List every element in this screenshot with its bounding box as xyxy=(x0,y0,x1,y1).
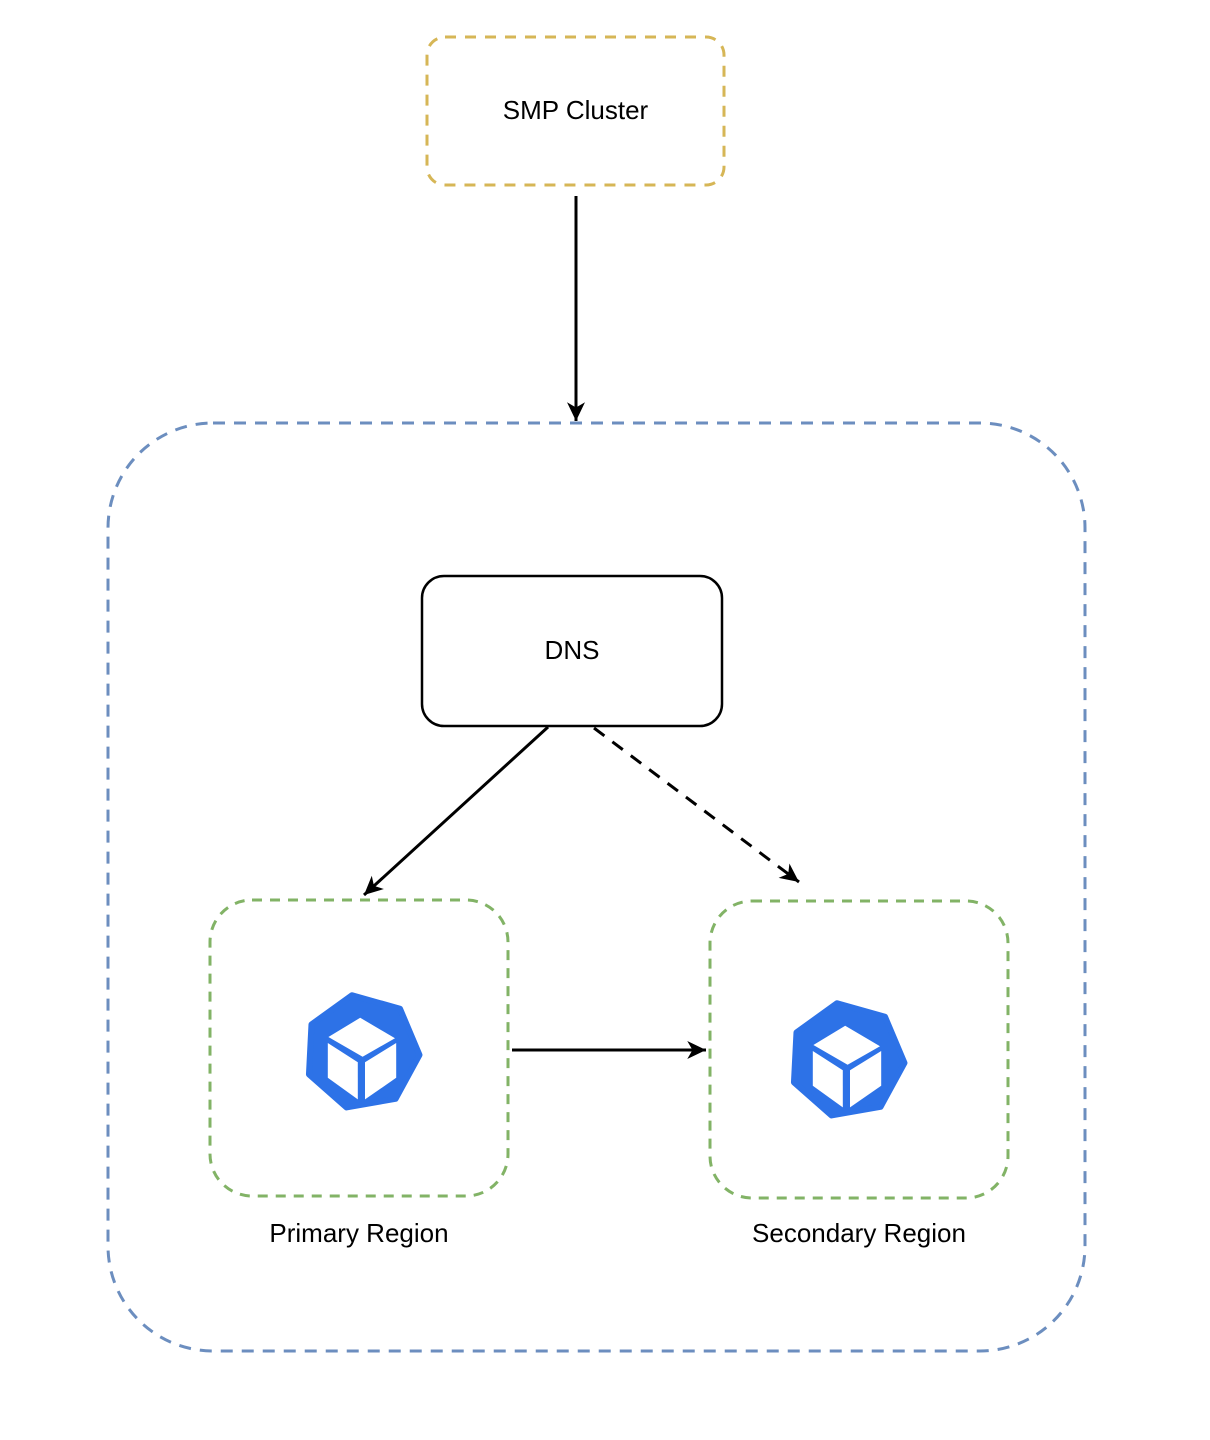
primary-region-label: Primary Region xyxy=(269,1218,449,1249)
cube-heptagon-icon xyxy=(309,995,420,1107)
smp-cluster-node xyxy=(425,35,726,187)
dns-label: DNS xyxy=(544,635,600,666)
smp-cluster-label: SMP Cluster xyxy=(502,95,649,126)
edge-dns-to-secondary xyxy=(593,726,800,884)
multi-region-container xyxy=(106,421,1087,1353)
dns-node xyxy=(420,574,724,728)
edge-dns-to-primary xyxy=(362,725,550,897)
cube-heptagon-icon xyxy=(794,1003,905,1115)
secondary-region-label: Secondary Region xyxy=(752,1218,966,1249)
